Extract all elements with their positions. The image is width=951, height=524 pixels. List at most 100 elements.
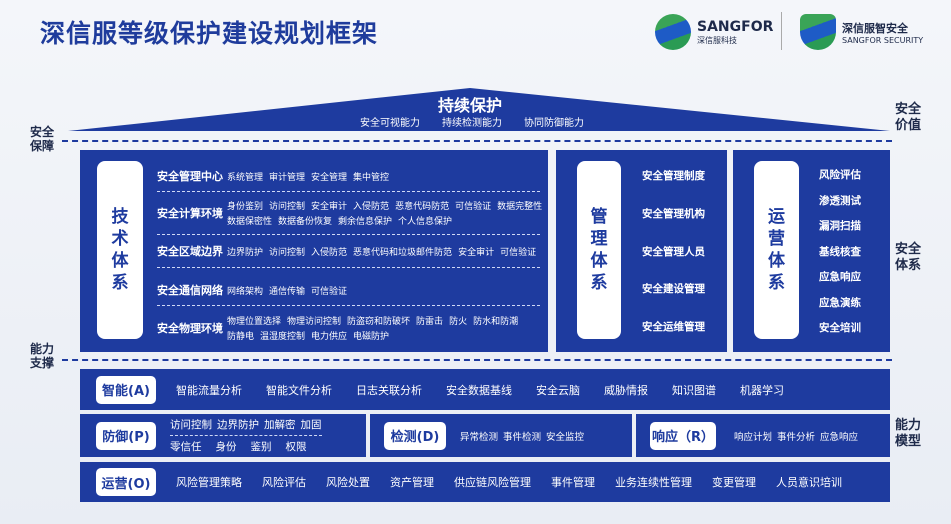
- logo-cn: 深信服科技: [697, 35, 737, 45]
- ops-system-panel: 运营体系 风险评估渗透测试漏洞扫描基线核查应急响应应急演练安全培训: [733, 150, 890, 352]
- tech-row-item: 恶意代码和垃圾邮件防范: [353, 247, 453, 258]
- roof-item: 持续检测能力: [442, 118, 502, 129]
- label-value: 安全价值: [895, 102, 922, 133]
- ability-item: 知识图谱: [672, 383, 716, 397]
- tech-row-item: 恶意代码防范: [395, 202, 450, 212]
- logo-en: SANGFOR SECURITY: [842, 35, 924, 45]
- globe-icon: [655, 14, 691, 50]
- tech-row-item: 网络架构: [227, 286, 264, 297]
- tech-row-item: 可信验证: [500, 247, 537, 258]
- tech-row-head: 安全通信网络: [157, 284, 223, 297]
- ability-item: 日志关联分析: [356, 383, 422, 397]
- page-title: 深信服等级保护建设规划框架: [40, 19, 379, 48]
- respond-tag: 响应（R）: [650, 421, 716, 450]
- mgmt-item: 安全运维管理: [642, 321, 705, 333]
- tech-row-item: 集中管控: [353, 172, 390, 183]
- label-model: 能力模型: [895, 418, 922, 449]
- tech-row-head: 安全区域边界: [157, 245, 223, 258]
- operate-item: 风险处置: [326, 476, 370, 489]
- ops-items: 风险评估渗透测试漏洞扫描基线核查应急响应应急演练安全培训: [819, 167, 861, 335]
- ability-item: 机器学习: [740, 383, 784, 397]
- tech-row-item: 个人信息保护: [398, 217, 453, 227]
- ops-item: 安全培训: [819, 322, 861, 334]
- roof: [68, 88, 890, 131]
- row-divider: [157, 234, 540, 235]
- tech-row-item: 防盗窃和防破坏: [347, 317, 411, 327]
- mgmt-system-label: 管理体系: [577, 161, 621, 339]
- defense-tag: 防御(P): [96, 421, 156, 450]
- ability-item: 智能文件分析: [266, 383, 332, 397]
- roof-shape: [68, 88, 890, 131]
- ability-item: 威胁情报: [604, 383, 648, 397]
- ability-item: 安全数据基线: [446, 383, 512, 397]
- row-divider: [157, 305, 540, 306]
- operate-item: 资产管理: [390, 476, 434, 489]
- ops-item: 应急响应: [819, 271, 861, 283]
- detect-tag: 检测(D): [384, 421, 446, 450]
- tech-row-item: 访问控制: [269, 202, 306, 212]
- tech-row-item: 审计管理: [269, 172, 306, 183]
- tech-row-item: 安全审计: [458, 247, 495, 258]
- operate-item: 风险评估: [262, 476, 306, 489]
- tech-row-item: 电力供应: [311, 332, 348, 342]
- logo-divider: [781, 12, 782, 50]
- mgmt-item: 安全管理机构: [642, 207, 705, 220]
- logo-cn: 深信服智安全: [842, 21, 908, 35]
- respond-box: 响应（R） 响应计划事件分析应急响应: [636, 414, 890, 457]
- ops-item: 渗透测试: [819, 194, 861, 207]
- tech-row-item: 数据备份恢复: [278, 217, 333, 227]
- operate-item: 人员意识培训: [776, 476, 842, 489]
- tech-row-item: 访问控制: [269, 247, 306, 258]
- tech-row-item: 安全审计: [311, 202, 348, 212]
- mgmt-items: 安全管理制度安全管理机构安全管理人员安全建设管理安全运维管理: [642, 168, 705, 334]
- roof-items: 安全可视能力持续检测能力协同防御能力: [360, 114, 584, 129]
- ops-item: 基线核查: [819, 245, 861, 258]
- mgmt-item: 安全建设管理: [642, 283, 705, 296]
- tech-row: 安全计算环境身份鉴别访问控制安全审计入侵防范恶意代码防范可信验证数据完整性数据保…: [157, 193, 544, 233]
- tech-row-item: 电磁防护: [353, 332, 390, 342]
- tech-row-item: 入侵防范: [353, 202, 390, 212]
- tech-row-head: 安全管理中心: [157, 170, 223, 183]
- tech-system-label: 技术体系: [97, 161, 143, 339]
- divider-bottom: [62, 359, 892, 361]
- operate-item: 风险管理策略: [176, 476, 242, 489]
- roof-title: 持续保护: [437, 96, 502, 115]
- operate-item: 供应链风险管理: [454, 476, 531, 489]
- tech-row-item: 数据完整性: [497, 202, 543, 212]
- tech-row-item: 可信验证: [455, 202, 492, 212]
- tech-row-item: 防雷击: [416, 317, 444, 327]
- ability-item: 安全云脑: [536, 383, 580, 397]
- tech-row-item: 物理访问控制: [287, 317, 342, 327]
- tech-row-item: 防水和防潮: [473, 317, 519, 327]
- tech-row-item: 物理位置选择: [227, 317, 282, 327]
- ability-row: 智能(A) 智能流量分析 智能文件分析 日志关联分析 安全数据基线 安全云脑 威胁情报 知识…: [80, 369, 890, 410]
- divider-top: [62, 140, 892, 142]
- tech-row-item: 数据保密性: [227, 217, 273, 227]
- ops-item: 漏洞扫描: [819, 220, 861, 232]
- tech-row-item: 系统管理: [227, 172, 264, 183]
- label-support: 能力支撑: [30, 342, 55, 370]
- mgmt-item: 安全管理人员: [642, 245, 705, 258]
- roof-item: 安全可视能力: [360, 118, 420, 129]
- tech-row-head: 安全物理环境: [157, 322, 223, 335]
- tech-row-item: 通信传输: [269, 286, 306, 297]
- tech-row: 安全管理中心系统管理审计管理安全管理集中管控: [157, 162, 544, 190]
- row-divider: [157, 191, 540, 192]
- ability-item: 智能流量分析: [176, 383, 242, 397]
- operate-tag: 运营(O): [96, 468, 156, 496]
- mgmt-system-panel: 管理体系 安全管理制度安全管理机构安全管理人员安全建设管理安全运维管理: [556, 150, 727, 352]
- tech-row-head: 安全计算环境: [157, 207, 223, 220]
- ops-system-label: 运营体系: [754, 161, 799, 339]
- tech-row-item: 身份鉴别: [227, 202, 264, 212]
- ability-tag: 智能(A): [96, 375, 156, 404]
- defense-box: 防御(P) 访问控制边界防护加解密加固 零信任身份鉴别权限: [80, 414, 366, 457]
- tech-row-item: 可信验证: [311, 286, 348, 297]
- logo-name: SANGFOR: [697, 18, 774, 35]
- tech-row-item: 温湿度控制: [260, 332, 306, 342]
- tech-row: 安全区域边界边界防护访问控制入侵防范恶意代码和垃圾邮件防范安全审计可信验证: [157, 236, 544, 266]
- operate-row: 运营(O) 风险管理策略风险评估风险处置资产管理供应链风险管理事件管理业务连续性…: [80, 462, 890, 502]
- tech-row: 安全通信网络网络架构通信传输可信验证: [157, 276, 544, 304]
- tech-row-item: 防静电: [227, 332, 255, 342]
